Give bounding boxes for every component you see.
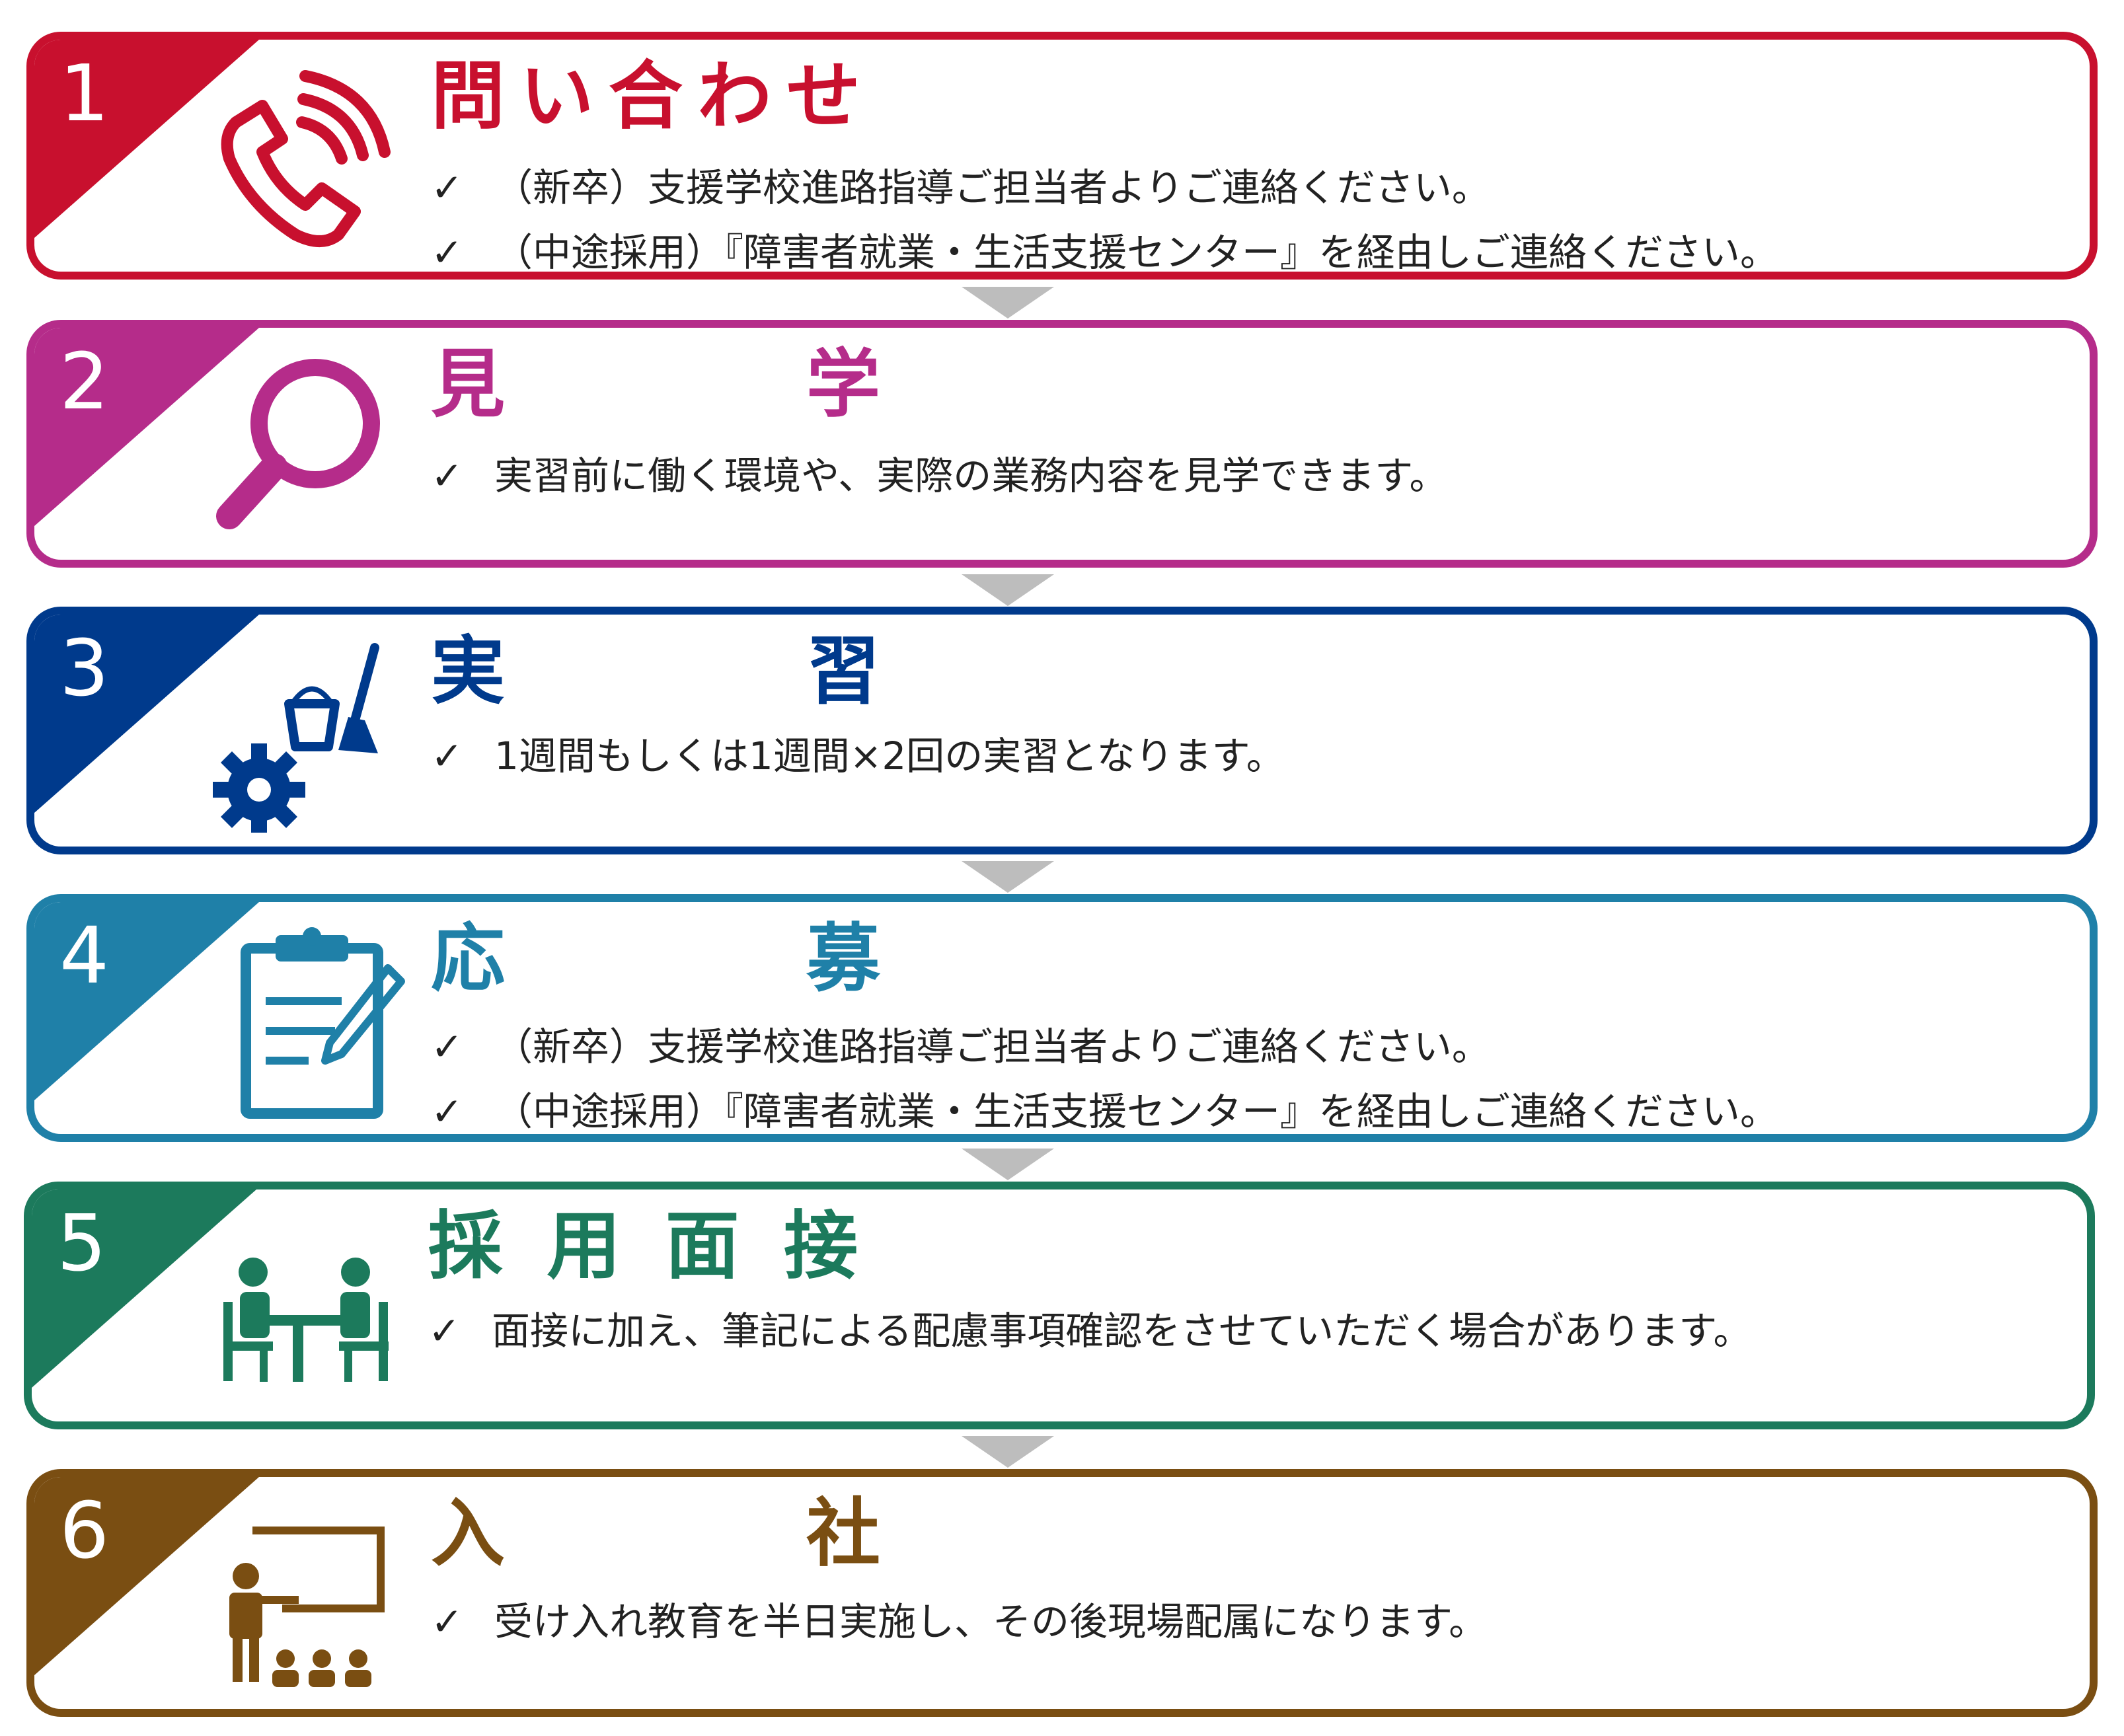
- bullet-list: ✓ 実習前に働く環境や、実際の業務内容を見学できます。: [431, 443, 1447, 508]
- step-interview: 5 採 用 面 接 ✓面接に加え、筆記による配慮事項確認をさせてい: [24, 1182, 2095, 1429]
- step-application: 4 応 募 ✓ （新卒）支援学校進路指導ご担当者よりご連絡ください。 ✓ （中途採用…: [26, 894, 2098, 1142]
- bullet-item: ✓ 実習前に働く環境や、実際の業務内容を見学できます。: [431, 443, 1447, 508]
- check-icon: ✓: [431, 230, 463, 275]
- cleaning-gear-icon: [190, 634, 408, 833]
- title-char: 用: [547, 1203, 621, 1289]
- clipboard-pen-icon: [190, 922, 408, 1120]
- title-char: 社: [806, 1491, 880, 1577]
- title-char: 学: [806, 342, 880, 428]
- title-char: い: [519, 54, 594, 139]
- flow-arrow: [962, 1149, 1054, 1180]
- bullet-text: 実習前に働く環境や、実際の業務内容を見学できます。: [494, 453, 1448, 498]
- bullet-item: ✓ 1週間もしくは1週間×2回の実習となります。: [431, 724, 1285, 788]
- bullet-item: ✓ 面接に加え、筆記による配慮事項確認をさせていただく場合があります。: [428, 1299, 1751, 1363]
- step-title: 採 用 面 接: [428, 1204, 858, 1289]
- step-visit: 2 見 学 ✓ 実習前に働く環境や、実際の業務内容を見学できます。: [26, 320, 2098, 568]
- step-inquiry: 1 問 い 合 わ せ ✓ （新卒）支援学校進路指導ご担当者よりご連絡ください。 …: [26, 32, 2098, 280]
- bullet-list: ✓ 面接に加え、筆記による配慮事項確認をさせていただく場合があります。: [428, 1299, 1751, 1363]
- presentation-icon: [190, 1497, 408, 1695]
- flow-arrow: [962, 861, 1054, 893]
- bullet-list: ✓ （新卒）支援学校進路指導ご担当者よりご連絡ください。 ✓ （中途採用）『障害者就…: [431, 155, 1779, 275]
- title-char: 面: [665, 1203, 740, 1289]
- phone-icon: [190, 59, 408, 258]
- title-char: 入: [431, 1491, 505, 1577]
- title-char: 実: [431, 628, 505, 714]
- title-char: せ: [786, 54, 860, 139]
- check-icon: ✓: [428, 1308, 461, 1353]
- bullet-text: 受け入れ教育を半日実施し、その後現場配属になります。: [494, 1599, 1488, 1644]
- title-char: 問: [431, 54, 505, 139]
- magnifier-icon: [190, 348, 408, 546]
- step-number: 3: [59, 623, 110, 714]
- flow-arrow: [962, 1436, 1054, 1468]
- interview-icon: [187, 1209, 405, 1408]
- title-char: 採: [428, 1203, 502, 1289]
- step-number: 6: [59, 1485, 110, 1576]
- bullet-item: ✓ （新卒）支援学校進路指導ご担当者よりご連絡ください。: [431, 1014, 1778, 1079]
- bullet-item: ✓ 受け入れ教育を半日実施し、その後現場配属になります。: [431, 1589, 1487, 1654]
- bullet-item: ✓ （新卒）支援学校進路指導ご担当者よりご連絡ください。: [431, 155, 1778, 220]
- check-icon: ✓: [431, 165, 463, 210]
- check-icon: ✓: [431, 453, 463, 498]
- flow-arrow: [962, 287, 1054, 319]
- check-icon: ✓: [431, 1024, 463, 1069]
- title-char: 接: [783, 1203, 858, 1289]
- check-icon: ✓: [431, 1089, 463, 1134]
- bullet-text: 面接に加え、筆記による配慮事項確認をさせていただく場合があります。: [492, 1308, 1752, 1353]
- step-title: 実 習: [431, 629, 880, 714]
- flow-arrow: [962, 574, 1054, 606]
- title-char: 合: [609, 54, 683, 139]
- title-char: 見: [431, 342, 505, 428]
- step-number: 4: [59, 910, 110, 1001]
- bullet-list: ✓ （新卒）支援学校進路指導ご担当者よりご連絡ください。 ✓ （中途採用）『障害者就…: [431, 1014, 1779, 1134]
- step-internship: 3: [26, 607, 2098, 854]
- bullet-text: （新卒）支援学校進路指導ご担当者よりご連絡ください。: [494, 165, 1490, 210]
- step-title: 見 学: [431, 342, 880, 428]
- bullet-item: ✓ （中途採用）『障害者就業・生活支援センター』を経由しご連絡ください。: [431, 220, 1779, 275]
- step-number: 1: [59, 48, 110, 139]
- title-char: 応: [431, 916, 505, 1002]
- bullet-item: ✓ （中途採用）『障害者就業・生活支援センター』を経由しご連絡ください。: [431, 1079, 1779, 1134]
- title-char: わ: [697, 54, 772, 139]
- step-title: 問 い 合 わ せ: [431, 54, 860, 139]
- bullet-text: （中途採用）『障害者就業・生活支援センター』を経由しご連絡ください。: [494, 230, 1779, 275]
- step-title: 応 募: [431, 917, 880, 1002]
- title-char: 習: [806, 628, 880, 714]
- step-number: 5: [57, 1197, 107, 1289]
- step-title: 入 社: [431, 1491, 880, 1577]
- bullet-text: 1週間もしくは1週間×2回の実習となります。: [494, 734, 1285, 778]
- bullet-text: （中途採用）『障害者就業・生活支援センター』を経由しご連絡ください。: [494, 1089, 1779, 1134]
- bullet-list: ✓ 1週間もしくは1週間×2回の実習となります。: [431, 724, 1285, 788]
- step-joining: 6 入 社 ✓受け入れ教育を半日実施し、その後: [26, 1469, 2098, 1717]
- bullet-text: （新卒）支援学校進路指導ご担当者よりご連絡ください。: [494, 1024, 1490, 1069]
- bullet-list: ✓ 受け入れ教育を半日実施し、その後現場配属になります。: [431, 1589, 1487, 1654]
- title-char: 募: [806, 916, 880, 1002]
- step-number: 2: [59, 336, 110, 427]
- check-icon: ✓: [431, 1599, 463, 1644]
- check-icon: ✓: [431, 734, 463, 778]
